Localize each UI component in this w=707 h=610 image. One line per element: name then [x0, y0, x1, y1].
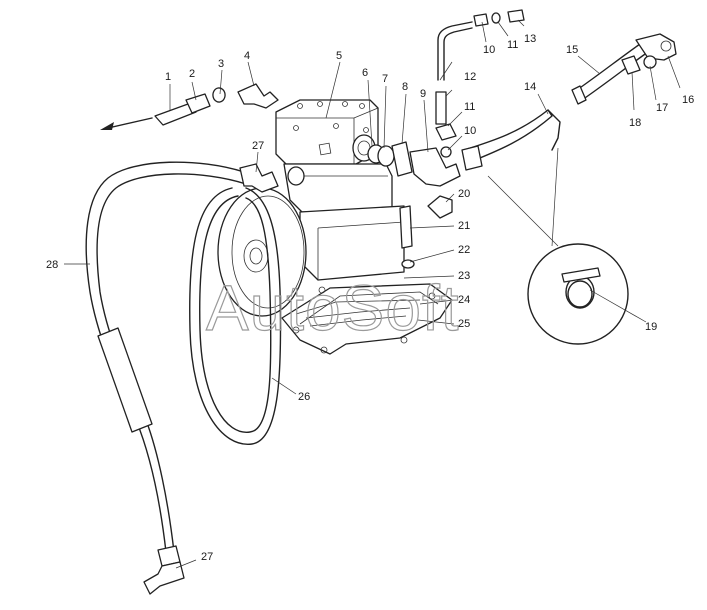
callout-8: 8 [402, 81, 408, 93]
callout-22: 22 [458, 244, 470, 256]
callout-28: 28 [46, 259, 58, 271]
callout-13: 13 [524, 33, 536, 45]
callout-12: 12 [464, 71, 476, 83]
callout-16: 16 [682, 94, 694, 106]
callout-23: 23 [458, 270, 470, 282]
callout-5: 5 [336, 50, 342, 62]
callout-27-bottom: 27 [201, 551, 213, 563]
callout-18: 18 [629, 117, 641, 129]
callout-27-top: 27 [252, 140, 264, 152]
callout-2: 2 [189, 68, 195, 80]
callout-20: 20 [458, 188, 470, 200]
lower-fittings [399, 195, 453, 269]
callout-15: 15 [566, 44, 578, 56]
outlet-pipe [571, 33, 677, 105]
outlet-fittings [367, 141, 461, 187]
callout-3: 3 [218, 58, 224, 70]
leader-lines [64, 19, 681, 569]
direction-arrow-head [100, 122, 114, 130]
pulley-and-belt [189, 187, 307, 445]
callout-11-mid: 11 [464, 101, 475, 113]
callout-4: 4 [244, 50, 250, 62]
mounting-flange [281, 283, 453, 355]
callout-6: 6 [362, 67, 368, 79]
tube-assembly [435, 9, 525, 158]
direction-arrow-shaft [107, 117, 153, 129]
callout-17: 17 [656, 102, 668, 114]
callout-25: 25 [458, 318, 470, 330]
callout-10-top: 10 [483, 44, 495, 56]
callout-26: 26 [298, 391, 310, 403]
watermark: AutoSoft [206, 272, 460, 344]
intake-pipe [461, 109, 561, 171]
callout-11-top: 11 [507, 39, 518, 51]
clamp-detail [487, 147, 629, 345]
callout-1: 1 [165, 71, 171, 83]
callout-24: 24 [458, 294, 470, 306]
callout-21: 21 [458, 220, 470, 232]
part-inlet-fitting [100, 83, 279, 130]
delivery-hose [85, 161, 279, 595]
callout-14: 14 [524, 81, 536, 93]
callout-19: 19 [645, 321, 657, 333]
callout-7: 7 [382, 73, 388, 85]
callout-10-mid: 10 [464, 125, 476, 137]
callout-9: 9 [420, 88, 426, 100]
callout-labels: 1 2 3 4 5 6 7 8 9 10 10 11 11 12 13 14 1… [46, 33, 694, 563]
